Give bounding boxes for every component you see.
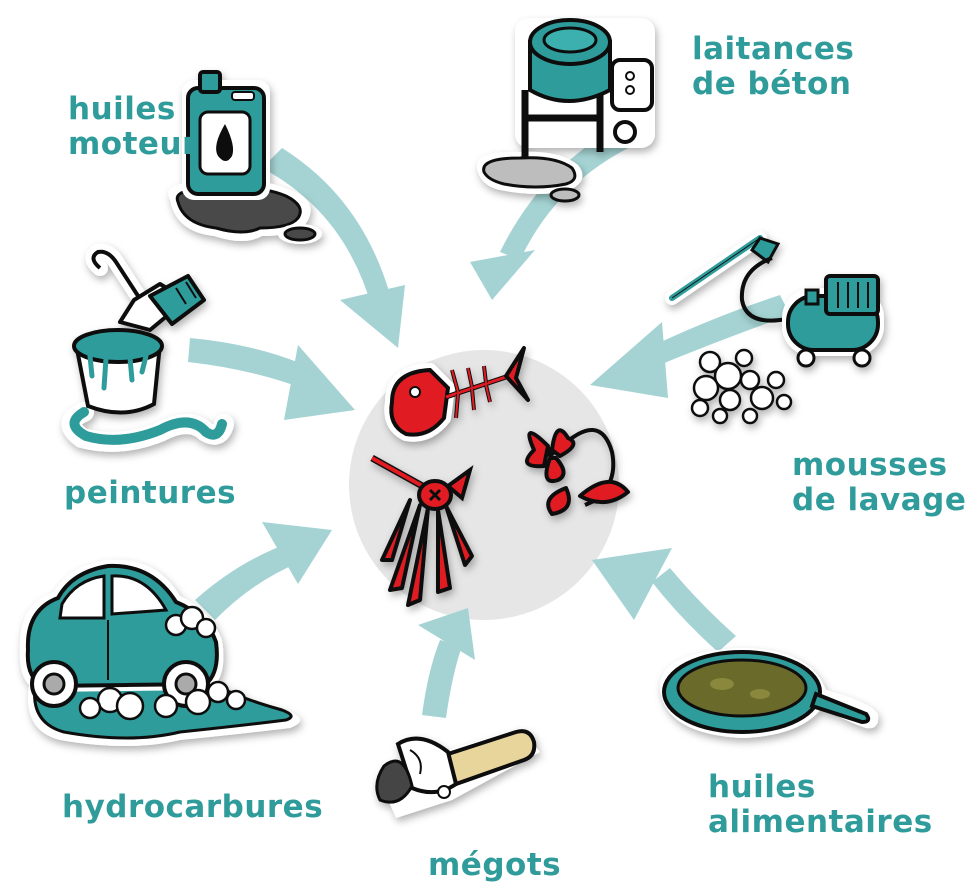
arrow-huiles-alimentaires bbox=[592, 548, 736, 652]
label-huiles-alimentaires: huiles alimentaires bbox=[708, 770, 933, 840]
label-hydrocarbures: hydrocarbures bbox=[62, 790, 323, 825]
arrow-peintures bbox=[188, 338, 355, 420]
cigarette-butt-icon bbox=[377, 728, 540, 818]
concrete-mixer-icon bbox=[477, 18, 655, 201]
arrow-hydrocarbures bbox=[195, 522, 332, 620]
car-wash-icon bbox=[20, 560, 300, 746]
arrow-huiles-moteur bbox=[262, 148, 405, 348]
frying-pan-icon bbox=[660, 648, 878, 738]
arrow-mousses bbox=[590, 295, 790, 398]
arrow-megots bbox=[418, 608, 475, 718]
label-mousses-de-lavage: mousses de lavage bbox=[792, 448, 966, 518]
label-peintures: peintures bbox=[64, 476, 236, 511]
label-megots: mégots bbox=[428, 848, 561, 883]
label-laitances-de-beton: laitances de béton bbox=[692, 32, 854, 102]
label-huiles-moteur: huiles moteur bbox=[68, 92, 163, 162]
